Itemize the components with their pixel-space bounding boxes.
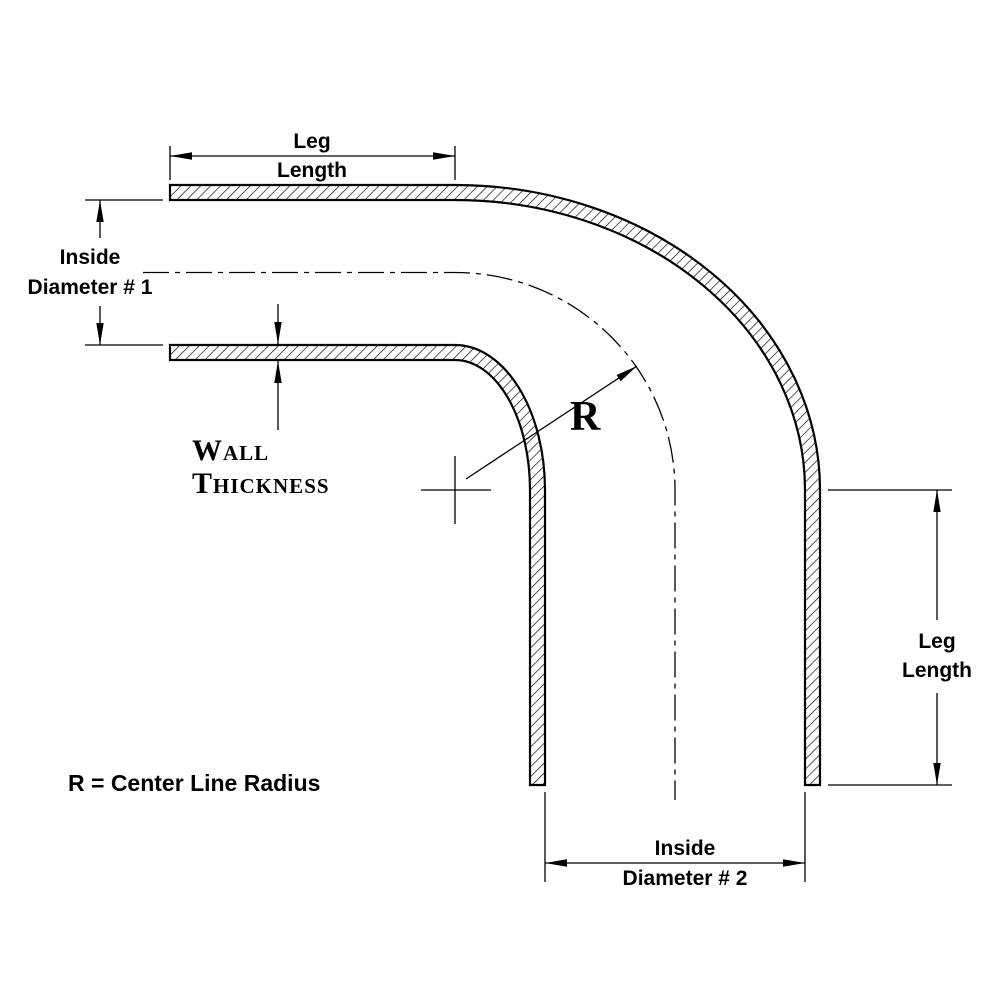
wall-thickness-label-line2: Thickness [192, 467, 330, 500]
dimension-lines [85, 146, 952, 882]
tube-inner-wall [168, 343, 547, 787]
tube-walls [168, 183, 822, 787]
centerlines [143, 271, 676, 800]
wall-thickness-label-line1: Wall [192, 434, 269, 467]
bend-center-cross [421, 456, 491, 524]
centerline-path [143, 271, 676, 800]
inside-diameter-1-label-line1: Inside [60, 246, 121, 269]
tube-outer-wall [168, 183, 822, 787]
inside-diameter-2-label-line2: Diameter # 2 [623, 867, 748, 890]
top-leg-extension-lines [169, 146, 456, 180]
inside-diameter-1-label-line2: Diameter # 1 [28, 276, 153, 299]
radius-label: R [570, 394, 601, 440]
right-leg-length-label-line2: Length [902, 659, 972, 682]
inside-diameter-2-label-line1: Inside [655, 837, 716, 860]
top-leg-length-label-line2: Length [277, 159, 347, 182]
radius-legend-text: R = Center Line Radius [68, 770, 320, 796]
radius-arrow [465, 365, 638, 480]
top-leg-length-label-line1: Leg [293, 130, 330, 153]
id2-extension-lines [544, 792, 806, 882]
right-leg-length-label-line1: Leg [918, 630, 955, 653]
right-leg-extension-lines [828, 489, 952, 786]
